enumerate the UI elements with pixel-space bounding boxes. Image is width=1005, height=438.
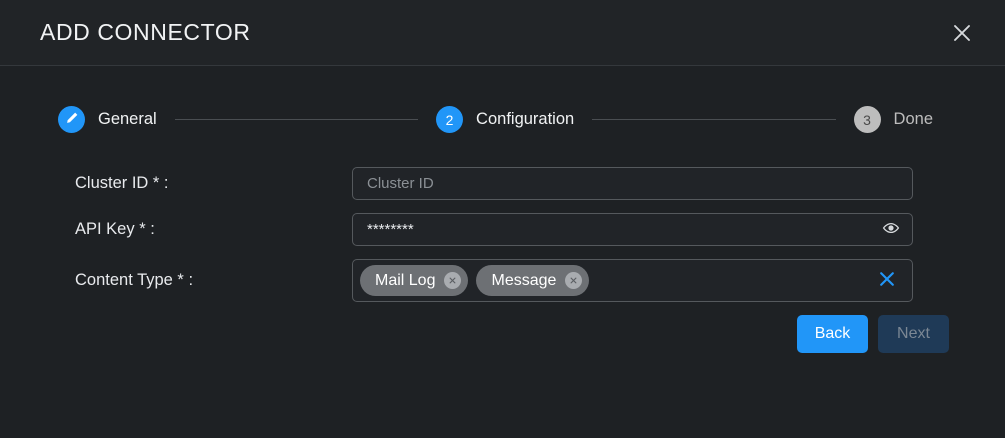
step-general-marker xyxy=(58,106,85,133)
content-type-label: Content Type * : xyxy=(75,271,194,289)
cluster-id-control xyxy=(352,167,913,200)
step-done-label: Done xyxy=(893,110,933,128)
chip-mail-log-label: Mail Log xyxy=(375,271,436,289)
stepper: General 2 Configuration 3 Done xyxy=(56,106,949,133)
next-button[interactable]: Next xyxy=(878,315,949,353)
api-key-input-wrap xyxy=(352,213,913,246)
step-connector-1 xyxy=(174,119,419,120)
chip-message-label: Message xyxy=(491,271,557,289)
close-icon xyxy=(951,22,973,44)
chip-message-remove-icon[interactable] xyxy=(565,272,583,289)
step-done-marker: 3 xyxy=(853,106,881,133)
dialog-header: ADD CONNECTOR xyxy=(0,0,1005,66)
api-key-label: API Key * : xyxy=(75,220,155,238)
close-button[interactable] xyxy=(945,16,979,50)
form-row-content-type: Content Type * : Mail Log Message xyxy=(56,259,949,302)
chip-message[interactable]: Message xyxy=(476,265,590,296)
form-row-cluster-id: Cluster ID * : xyxy=(56,167,949,200)
step-done[interactable]: 3 Done xyxy=(853,106,933,133)
eye-icon xyxy=(881,218,901,241)
page-title: ADD CONNECTOR xyxy=(40,19,251,45)
api-key-control xyxy=(352,213,913,246)
cluster-id-label: Cluster ID * : xyxy=(75,174,169,192)
clear-all-icon xyxy=(877,269,897,292)
chip-mail-log-remove-icon[interactable] xyxy=(444,272,462,289)
step-general-label: General xyxy=(98,110,157,128)
chip-mail-log[interactable]: Mail Log xyxy=(360,265,469,296)
toggle-api-key-visibility-button[interactable] xyxy=(880,219,902,241)
step-configuration-marker: 2 xyxy=(436,106,464,133)
step-general[interactable]: General xyxy=(58,106,157,133)
content-type-multiselect[interactable]: Mail Log Message xyxy=(352,259,913,302)
step-configuration[interactable]: 2 Configuration xyxy=(436,106,574,133)
api-key-input[interactable] xyxy=(352,213,913,246)
back-button[interactable]: Back xyxy=(797,315,868,353)
form-row-api-key: API Key * : xyxy=(56,213,949,246)
cluster-id-input[interactable] xyxy=(352,167,913,200)
dialog-body: General 2 Configuration 3 Done Cluster I… xyxy=(0,66,1005,438)
dialog-actions: Back Next xyxy=(56,315,949,353)
pencil-icon xyxy=(65,111,79,128)
step-configuration-label: Configuration xyxy=(476,110,575,128)
step-connector-2 xyxy=(592,119,836,120)
content-type-control: Mail Log Message xyxy=(352,259,913,302)
clear-all-button[interactable] xyxy=(876,270,898,292)
